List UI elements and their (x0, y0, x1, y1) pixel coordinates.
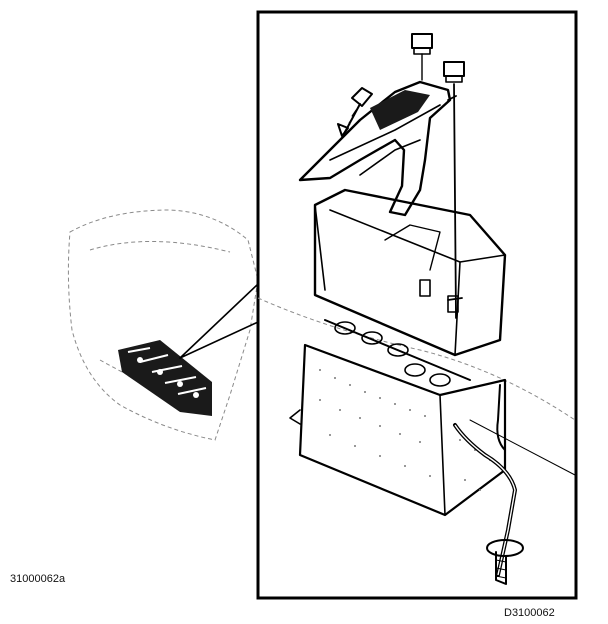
battery-assembly-detail (257, 33, 576, 585)
body-contour (257, 297, 576, 421)
bracket-bolt (337, 87, 373, 137)
bracket-nut (411, 33, 433, 81)
inset-code-label: 31000062a (10, 573, 66, 585)
hold-down-rod-nut (443, 61, 465, 319)
hold-down-bracket (298, 80, 452, 217)
vehicle-hood-line (89, 241, 231, 253)
battery (313, 188, 507, 357)
tray-holes (334, 321, 451, 387)
floor-line (469, 419, 576, 476)
j-bolt-rod (453, 384, 517, 577)
figure-code-label: D3100062 (504, 607, 555, 619)
rod-washer-nut (486, 539, 524, 585)
vehicle-outline (67, 209, 259, 441)
detail-frame (256, 10, 578, 600)
callout-lines (179, 283, 259, 359)
vehicle-locator-view (67, 209, 259, 441)
battery-location-marker (118, 340, 212, 416)
